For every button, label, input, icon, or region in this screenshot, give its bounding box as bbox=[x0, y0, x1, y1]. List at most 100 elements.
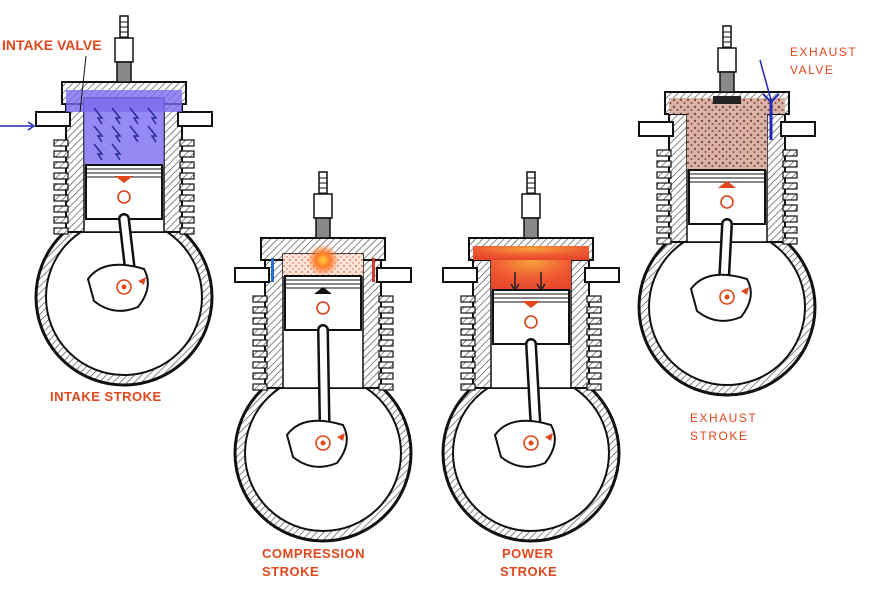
exhaust-cooling-fin bbox=[656, 237, 672, 245]
exhaust-valve-pointer bbox=[762, 93, 780, 104]
compression-cooling-fin bbox=[252, 295, 268, 303]
intake-valve-label: INTAKE VALVE bbox=[2, 37, 102, 53]
piston-icon bbox=[492, 289, 570, 345]
intake-cooling-fin bbox=[179, 216, 195, 224]
exhaust-stroke-label-line2: STROKE bbox=[690, 429, 748, 443]
intake-cooling-fin bbox=[179, 172, 195, 180]
compression-cooling-fin bbox=[252, 361, 268, 369]
intake-cooling-fin bbox=[53, 139, 69, 147]
compression-cooling-fin bbox=[378, 383, 394, 391]
exhaust-cooling-fin bbox=[656, 193, 672, 201]
intake-cooling-fin bbox=[179, 139, 195, 147]
exhaust-engine bbox=[637, 25, 817, 397]
exhaust-exhaust-gas bbox=[687, 108, 767, 170]
intake-flow-arrow-head bbox=[27, 121, 36, 131]
intake-cooling-fin bbox=[53, 227, 69, 235]
compression-valve-blue bbox=[271, 258, 274, 282]
spark-plug-base bbox=[116, 61, 132, 83]
compression-crank-center-dot bbox=[320, 440, 326, 446]
exhaust-cooling-fin bbox=[656, 171, 672, 179]
crankshaft-icon bbox=[493, 419, 556, 468]
spark-plug-icon bbox=[521, 171, 541, 239]
intake-piston-motion-arrow bbox=[115, 176, 133, 183]
power-cooling-fin bbox=[586, 317, 602, 325]
power-cooling-fin bbox=[460, 350, 476, 358]
power-wrist-pin bbox=[524, 315, 538, 329]
compression-cooling-fin bbox=[378, 295, 394, 303]
compression-valve-red bbox=[372, 258, 375, 282]
compression-cooling-fin bbox=[378, 372, 394, 380]
power-cooling-fin bbox=[460, 372, 476, 380]
power-exhaust-port bbox=[584, 267, 620, 283]
spark-plug-base bbox=[523, 217, 539, 239]
power-stroke-label-line2: STROKE bbox=[500, 564, 557, 579]
compression-stroke-label-line2: STROKE bbox=[262, 564, 319, 579]
intake-cooling-fin bbox=[53, 161, 69, 169]
compression-engine bbox=[233, 171, 413, 543]
spark-plug-base bbox=[315, 217, 331, 239]
compression-cooling-fin bbox=[252, 306, 268, 314]
compression-cooling-fin bbox=[252, 372, 268, 380]
exhaust-wrist-pin bbox=[720, 195, 734, 209]
crankshaft-icon bbox=[86, 263, 149, 312]
power-cooling-fin bbox=[586, 361, 602, 369]
power-cooling-fin bbox=[460, 295, 476, 303]
exhaust-exhaust-valve-seat bbox=[713, 96, 741, 104]
power-cooling-fin bbox=[586, 350, 602, 358]
intake-engine bbox=[0, 15, 214, 387]
compression-cooling-fin bbox=[252, 317, 268, 325]
intake-crank-center-dot bbox=[121, 284, 127, 290]
exhaust-cooling-fin bbox=[782, 193, 798, 201]
spark-plug-body bbox=[114, 37, 134, 63]
power-cooling-fin bbox=[460, 317, 476, 325]
power-cooling-fin bbox=[586, 306, 602, 314]
intake-wrist-pin bbox=[117, 190, 131, 204]
spark-plug-base bbox=[719, 71, 735, 93]
intake-exhaust-port bbox=[177, 111, 213, 127]
intake-stroke-label: INTAKE STROKE bbox=[50, 389, 162, 404]
intake-cooling-fin bbox=[179, 194, 195, 202]
exhaust-piston-motion-arrow bbox=[718, 181, 736, 188]
intake-cooling-fin bbox=[53, 183, 69, 191]
intake-cooling-fin bbox=[53, 216, 69, 224]
exhaust-intake-port bbox=[638, 121, 674, 137]
exhaust-cooling-fin bbox=[656, 182, 672, 190]
power-cooling-fin bbox=[460, 383, 476, 391]
compression-rotation-arrow bbox=[337, 433, 345, 441]
compression-cooling-fin bbox=[378, 350, 394, 358]
intake-flow-arrow bbox=[93, 107, 104, 125]
exhaust-cooling-fin bbox=[782, 182, 798, 190]
compression-intake-port bbox=[234, 267, 270, 283]
intake-cooling-fin bbox=[179, 150, 195, 158]
compression-cooling-fin bbox=[252, 383, 268, 391]
intake-flow-arrow bbox=[111, 143, 122, 161]
intake-flow-arrow bbox=[93, 143, 104, 161]
power-stroke-label-line1: POWER bbox=[502, 546, 554, 561]
intake-cooling-fin bbox=[179, 161, 195, 169]
compression-cooling-fin bbox=[378, 339, 394, 347]
compression-exhaust-port bbox=[376, 267, 412, 283]
compression-wrist-pin bbox=[316, 301, 330, 315]
intake-cooling-fin bbox=[53, 172, 69, 180]
exhaust-cooling-fin bbox=[782, 237, 798, 245]
piston-icon bbox=[688, 169, 766, 225]
compression-stroke-label-line1: COMPRESSION bbox=[262, 546, 365, 561]
intake-intake-port bbox=[35, 111, 71, 127]
spark-plug-icon bbox=[114, 15, 134, 83]
intake-cooling-fin bbox=[179, 205, 195, 213]
exhaust-cooling-fin bbox=[656, 204, 672, 212]
exhaust-cooling-fin bbox=[782, 149, 798, 157]
compression-cooling-fin bbox=[252, 339, 268, 347]
crankshaft-icon bbox=[689, 273, 752, 322]
power-cooling-fin bbox=[586, 328, 602, 336]
compression-cooling-fin bbox=[252, 328, 268, 336]
exhaust-cooling-fin bbox=[656, 215, 672, 223]
spark-plug-icon bbox=[717, 25, 737, 93]
intake-flow-arrow bbox=[129, 107, 140, 125]
exhaust-cooling-fin bbox=[782, 215, 798, 223]
power-cooling-fin bbox=[586, 372, 602, 380]
power-cooling-fin bbox=[460, 306, 476, 314]
intake-flow-arrow bbox=[111, 125, 122, 143]
power-rotation-arrow bbox=[545, 433, 553, 441]
